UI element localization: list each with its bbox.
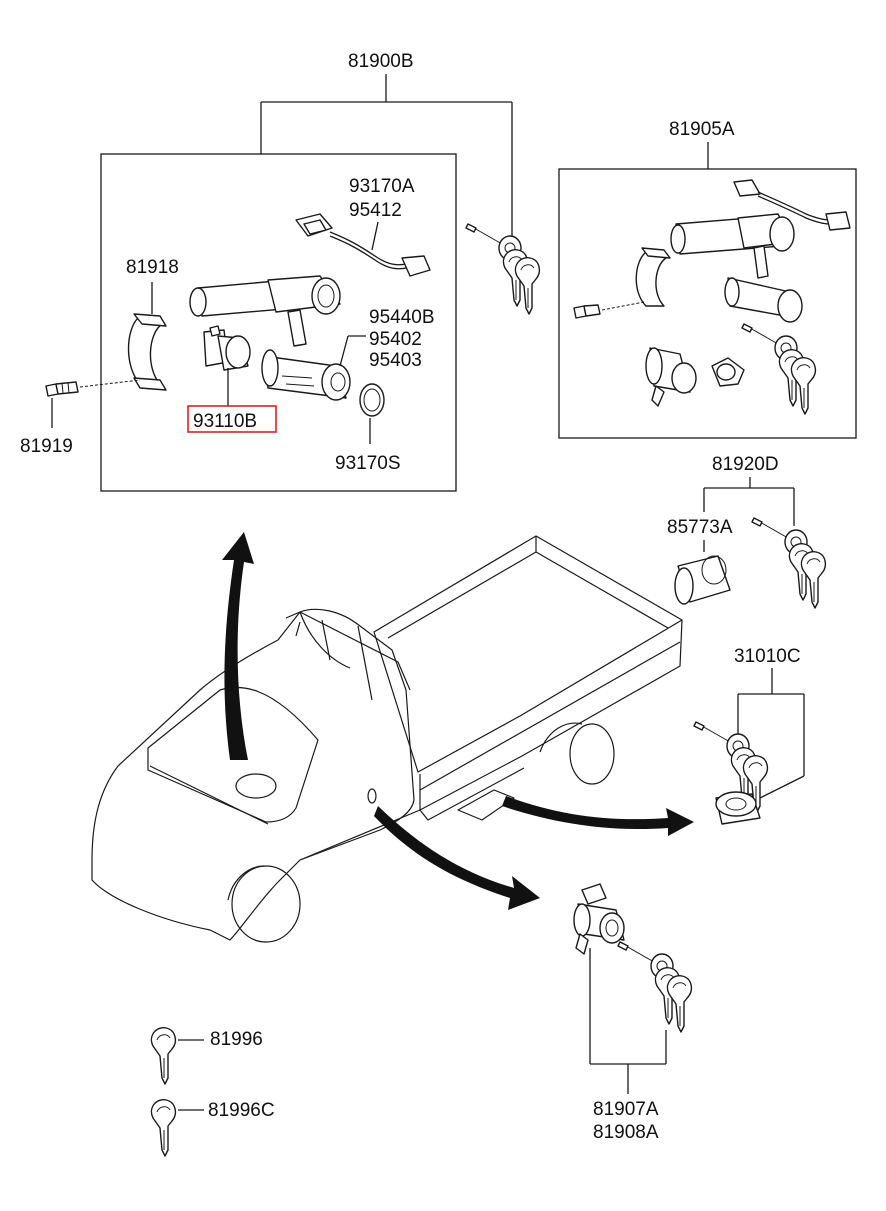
label-31010c: 31010C: [734, 646, 801, 667]
o-ring-icon: [359, 383, 385, 417]
arrow-to-door-lock: [374, 806, 540, 910]
label-81918: 81918: [126, 257, 179, 278]
group-81905a: 81905A: [558, 119, 857, 439]
label-81905a: 81905A: [669, 119, 735, 140]
group-81996c: 81996C: [150, 1099, 275, 1157]
label-81996: 81996: [210, 1029, 263, 1050]
highlight-93110b-box: [187, 405, 277, 433]
label-81920d: 81920D: [712, 454, 779, 475]
door-lock-cylinder-icon: [573, 883, 625, 955]
bolt-icon: [45, 381, 79, 397]
label-95440b: 95440B: [369, 307, 435, 328]
fuel-cap-lock-icon: [711, 357, 745, 387]
label-81900b: 81900B: [348, 51, 414, 72]
key-set-icon: [742, 324, 815, 414]
steering-column-bracket-icon: [127, 313, 167, 391]
fuel-cap-lock-icon: [674, 555, 731, 605]
lock-housing-icon: [189, 275, 341, 347]
group-31010c: 31010C: [694, 646, 805, 825]
key-set-icon: [466, 224, 539, 314]
ignition-lock-icon: [715, 791, 761, 825]
parts-box-81900b: [100, 153, 457, 492]
steering-column-bracket-icon: [635, 247, 671, 307]
group-81907a: 81907A 81908A: [573, 883, 691, 1143]
label-93110b[interactable]: 93110B: [193, 411, 257, 432]
label-95403: 95403: [369, 350, 422, 371]
label-81907a: 81907A: [593, 1099, 659, 1120]
arrow-to-rear-lock: [502, 796, 694, 836]
bolt-icon: [573, 304, 601, 319]
arrow-to-ignition-box: [222, 532, 254, 760]
label-95402: 95402: [369, 329, 422, 350]
key-icon: [150, 1027, 177, 1085]
parts-box-81905a: [558, 168, 857, 439]
truck-illustration: [91, 535, 683, 943]
label-81996c: 81996C: [208, 1100, 275, 1121]
door-lock-cylinder-icon: [645, 347, 697, 407]
key-set-icon: [618, 942, 691, 1032]
wire-harness-icon: [295, 213, 431, 277]
label-93170a: 93170A: [349, 176, 415, 197]
group-81996: 81996: [150, 1027, 263, 1085]
label-95412: 95412: [349, 200, 402, 221]
label-81919: 81919: [20, 436, 73, 457]
group-81900b: 81900B 93170A 95412 81918: [20, 51, 539, 492]
wire-harness-icon: [733, 179, 851, 231]
label-81908a: 81908A: [593, 1122, 659, 1143]
lock-housing-icon: [670, 213, 803, 323]
key-set-icon: [752, 518, 825, 608]
ignition-lock-icon: [261, 349, 351, 401]
group-81920d: 81920D 85773A: [667, 454, 825, 608]
label-85773a: 85773A: [667, 517, 733, 538]
key-icon: [150, 1099, 177, 1157]
ignition-switch-icon: [203, 325, 251, 371]
label-93170s: 93170S: [335, 453, 401, 474]
